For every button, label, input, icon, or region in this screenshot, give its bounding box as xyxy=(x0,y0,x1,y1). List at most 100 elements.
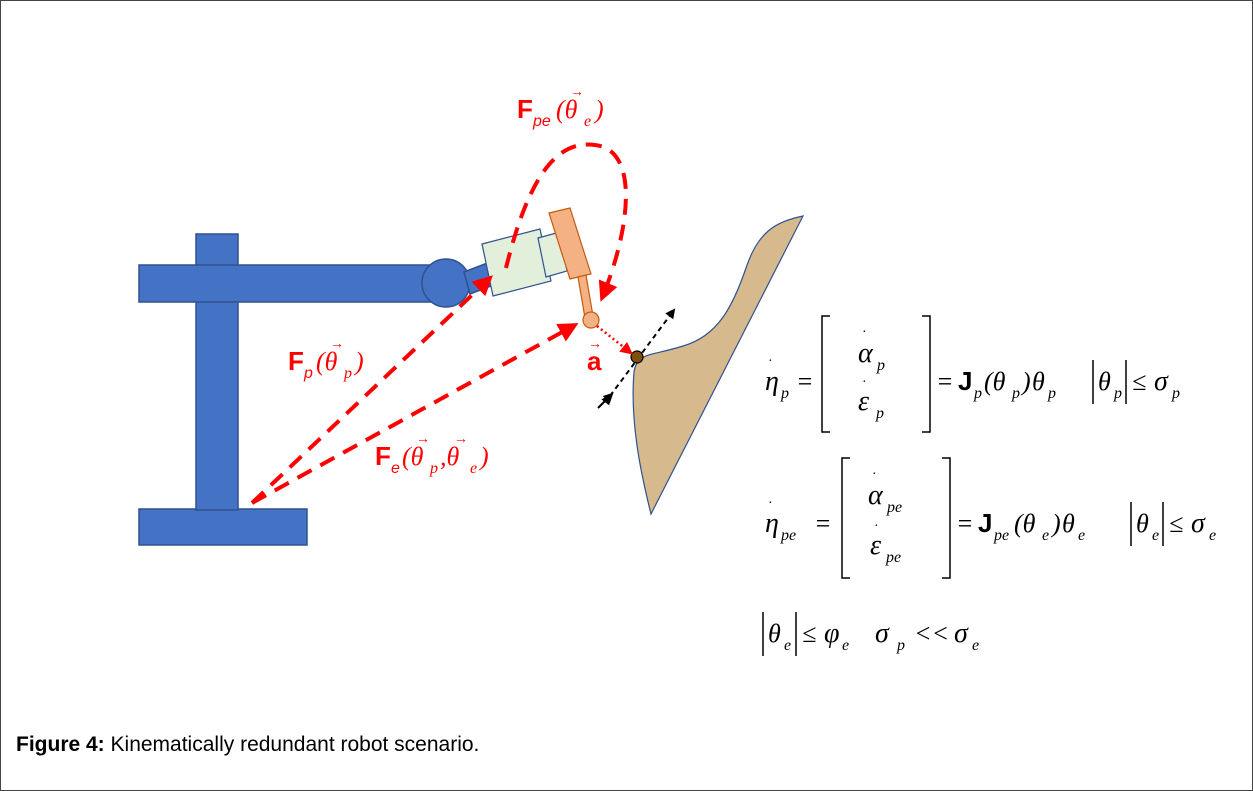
fp-label-f: F xyxy=(288,346,304,376)
svg-text:e: e xyxy=(1042,527,1049,544)
fe-arrow xyxy=(251,323,579,505)
svg-text:θ: θ xyxy=(1136,509,1149,538)
svg-text:·: · xyxy=(874,519,879,534)
a-label: a xyxy=(587,346,602,376)
svg-text:p: p xyxy=(1011,385,1020,402)
svg-text:ε: ε xyxy=(870,530,881,561)
vector-a-arrow xyxy=(596,325,633,355)
equations: η p · = α p · ε p · = J p (θ p ) θ p θ p… xyxy=(762,315,1216,656)
fe-label-arg1-sub: p xyxy=(429,460,438,477)
eq1-epsilon: ε xyxy=(858,386,869,417)
svg-text:θ: θ xyxy=(768,619,781,648)
svg-text:=: = xyxy=(936,367,954,396)
equation-2: η pe · = α pe · ε pe · = J pe (θ e ) θ e… xyxy=(765,457,1216,579)
svg-text:): ) xyxy=(353,347,364,376)
svg-text:p: p xyxy=(1047,385,1056,402)
svg-text:σ: σ xyxy=(1154,366,1169,397)
svg-text:·: · xyxy=(862,375,867,390)
caption-text: Kinematically redundant robot scenario. xyxy=(104,733,480,756)
fpe-label-f: F xyxy=(517,94,533,124)
svg-text:→: → xyxy=(588,337,602,352)
fe-label-arg2-sub: e xyxy=(470,460,477,477)
tool-plate xyxy=(548,207,592,280)
eq1-lhs-sub: p xyxy=(780,385,789,402)
svg-text:e: e xyxy=(1209,527,1216,544)
svg-text:·: · xyxy=(872,467,877,482)
caption-label: Figure 4: xyxy=(16,733,105,756)
svg-text:=: = xyxy=(956,509,974,538)
fp-arrow xyxy=(250,275,493,505)
fe-label-arg2: ,θ xyxy=(440,442,460,471)
svg-text:η: η xyxy=(765,508,779,539)
eq1-lhs: η xyxy=(765,366,779,397)
svg-text:): ) xyxy=(1020,367,1031,396)
svg-text:(θ: (θ xyxy=(984,367,1006,396)
fpe-label-arg-sub: e xyxy=(584,113,591,130)
contact-point xyxy=(630,350,644,364)
svg-text:·: · xyxy=(862,325,867,340)
robot-upper-arm xyxy=(138,264,436,303)
svg-text:e: e xyxy=(1152,527,1159,544)
svg-text:θ: θ xyxy=(1098,367,1111,396)
svg-text:σ: σ xyxy=(875,618,890,649)
svg-text:p: p xyxy=(875,405,884,422)
svg-text:J: J xyxy=(978,508,992,538)
svg-text:pe: pe xyxy=(780,527,796,544)
svg-text:·: · xyxy=(768,354,773,369)
fe-label-arg1: (θ xyxy=(402,442,424,471)
robot-arm xyxy=(138,233,497,546)
svg-text:=: = xyxy=(814,509,832,538)
svg-text:θ: θ xyxy=(1032,367,1045,396)
fpe-vec-mark: → xyxy=(570,85,584,100)
fpe-label-close: ) xyxy=(593,95,604,124)
robot-joint xyxy=(421,258,471,308)
fpe-label-arg: (θ xyxy=(556,95,578,124)
fe-label-sub: e xyxy=(391,460,400,477)
svg-text:p: p xyxy=(1113,385,1122,402)
eq1-alpha: α xyxy=(858,338,874,369)
svg-text:e: e xyxy=(842,637,849,654)
fe-label-f: F xyxy=(375,441,391,471)
svg-text:(θ: (θ xyxy=(1014,509,1036,538)
fp-label-arg: (θ xyxy=(316,347,338,376)
figure-caption: Figure 4: Kinematically redundant robot … xyxy=(16,733,479,757)
svg-text:<<: << xyxy=(914,619,949,648)
svg-text:e: e xyxy=(972,637,979,654)
svg-text:α: α xyxy=(868,480,884,511)
svg-text:p: p xyxy=(876,357,885,374)
equation-1: η p · = α p · ε p · = J p (θ p ) θ p θ p… xyxy=(765,315,1180,433)
tangent-arrow-head-low xyxy=(597,392,614,409)
svg-text:≤: ≤ xyxy=(1169,509,1183,538)
svg-text:≤: ≤ xyxy=(802,619,816,648)
svg-text:·: · xyxy=(768,496,773,511)
svg-text:σ: σ xyxy=(1191,508,1206,539)
svg-text:θ: θ xyxy=(1062,509,1075,538)
tool-tip xyxy=(582,311,600,329)
svg-text:≤: ≤ xyxy=(1132,367,1146,396)
fpe-arrow xyxy=(504,142,628,302)
svg-text:pe: pe xyxy=(886,499,902,516)
svg-text:p: p xyxy=(896,637,905,654)
svg-text:): ) xyxy=(478,442,489,471)
svg-text:J: J xyxy=(958,366,972,396)
svg-text:→: → xyxy=(454,432,468,447)
svg-text:pe: pe xyxy=(993,527,1009,544)
svg-text:pe: pe xyxy=(885,549,901,566)
workpiece-surface xyxy=(632,215,805,516)
svg-text:p: p xyxy=(1171,385,1180,402)
svg-text:σ: σ xyxy=(954,618,969,649)
svg-text:=: = xyxy=(796,367,814,396)
robot-base xyxy=(138,508,308,546)
svg-text:): ) xyxy=(1050,509,1061,538)
svg-text:e: e xyxy=(784,637,791,654)
svg-text:e: e xyxy=(1078,527,1085,544)
fp-label-arg-sub: p xyxy=(343,365,352,382)
svg-text:→: → xyxy=(330,337,344,352)
svg-text:φ: φ xyxy=(824,618,840,649)
fp-label-sub: p xyxy=(303,365,313,382)
arrow-labels: F pe (θ e ) → F p (θ p ) → F e (θ p ,θ e… xyxy=(288,85,604,477)
svg-text:p: p xyxy=(973,385,982,402)
fpe-label-sub: pe xyxy=(532,113,551,130)
svg-text:→: → xyxy=(416,432,430,447)
